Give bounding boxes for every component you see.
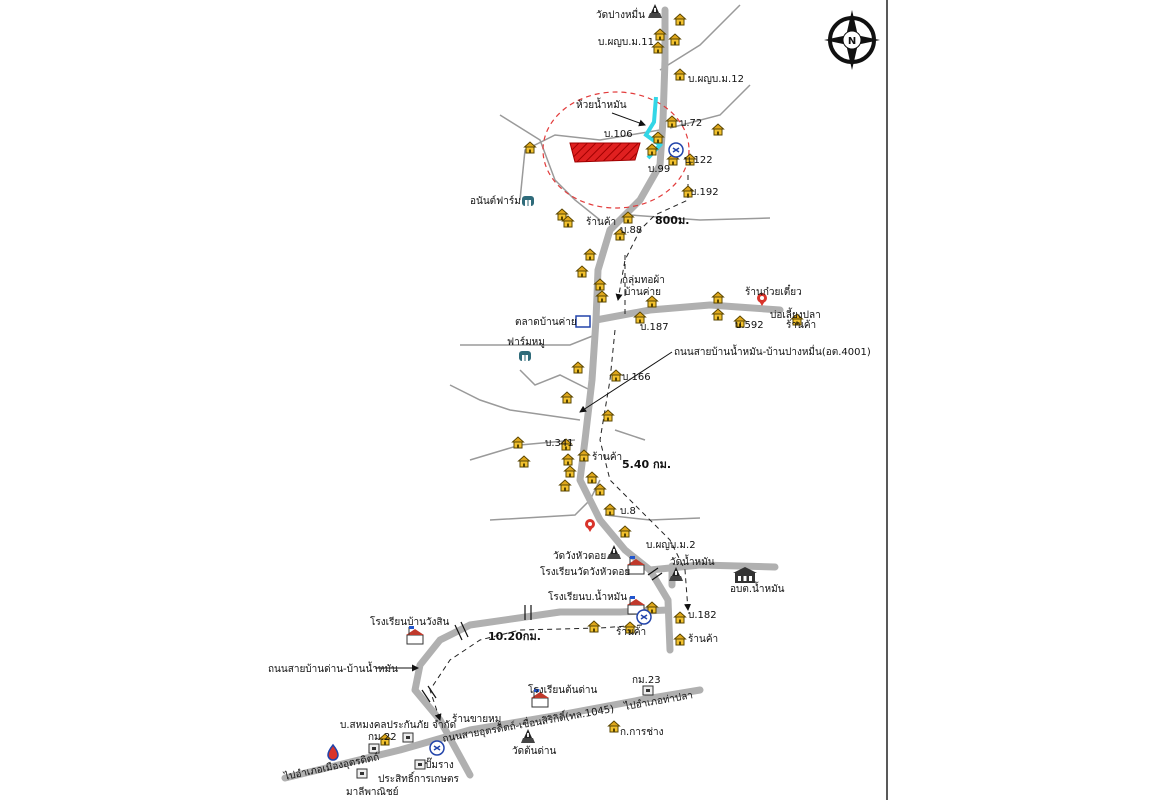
- label-weaving-2: บ้านค่าย: [624, 286, 661, 298]
- label-garage: ก.การช่าง: [620, 727, 664, 738]
- label-agri-office: ประสิทธิ์การเกษตร: [378, 771, 459, 785]
- shop-pin-icon: [585, 519, 595, 532]
- label-b182: บ.182: [688, 610, 717, 621]
- label-b122: บ.122: [684, 155, 713, 166]
- label-b88: บ.88: [620, 225, 642, 236]
- label-market: ตลาดบ้านค่าย: [515, 316, 577, 328]
- building-icon: [642, 685, 654, 696]
- label-b166: บ.166: [622, 372, 651, 383]
- label-b99: บ.99: [648, 164, 670, 175]
- annotation-arrows: [375, 112, 673, 672]
- label-house-2: บ.ผญบ.ม.2: [646, 540, 696, 551]
- label-b72: บ.72: [680, 118, 702, 129]
- school-icon: [405, 625, 425, 645]
- water-supply-icon: [668, 142, 684, 158]
- label-weaving-1: กลุ่มทอผ้า: [622, 274, 665, 286]
- label-b192: บ.192: [690, 187, 719, 198]
- label-stream: ห้วยน้ำหมัน: [576, 97, 627, 111]
- label-road-4001: ถนนสายบ้านน้ำหมัน-บ้านปางหมื่น(อต.4001): [674, 344, 871, 358]
- label-school-ton-dan: โรงเรียนต้นด่าน: [528, 683, 598, 696]
- label-b8: บ.8: [620, 506, 636, 517]
- water-supply-icon: [429, 740, 445, 756]
- compass-icon: N: [824, 10, 880, 70]
- label-shop-2: ร้านค้า: [786, 319, 816, 331]
- label-anan-farm: อนันต์ฟาร์ม: [470, 195, 521, 207]
- label-gas-station: ปั๊มราง: [425, 757, 454, 771]
- label-school-wang-sin: โรงเรียนบ้านวังสิน: [370, 615, 450, 628]
- label-pig-farm: ฟาร์มหมู: [507, 336, 545, 348]
- label-dist-800: 800ม.: [655, 214, 689, 227]
- building-icon: [402, 732, 414, 743]
- building-icon: [356, 768, 368, 779]
- label-b592: บ.592: [735, 320, 764, 331]
- label-obt: อบต.น้ำหมัน: [730, 581, 785, 595]
- water-supply-icon: [636, 609, 652, 625]
- project-area-circle: [542, 91, 690, 209]
- label-fish-pond: บ่อเลี้ยงปลา: [770, 307, 821, 321]
- label-house-12: บ.ผญบ.ม.12: [688, 74, 744, 85]
- label-house-11: บ.ผญบ.ม.11: [598, 37, 654, 48]
- label-b341: บ.341: [545, 438, 574, 449]
- label-shop-3: ร้านค้า: [592, 451, 622, 463]
- label-wat-pang-muen: วัดปางหมื่น: [596, 7, 645, 21]
- label-b106: บ.106: [604, 129, 633, 140]
- label-noodle-shop: ร้านก๋วยเตี๋ยว: [745, 284, 802, 298]
- label-km22: กม.22: [368, 732, 397, 743]
- label-dist-540: 5.40 กม.: [622, 458, 671, 471]
- compass-letter: N: [848, 36, 856, 47]
- label-shop-1: ร้านค้า: [586, 216, 616, 228]
- farm-icon: [519, 351, 531, 361]
- label-shop-4: ร้านค้า: [616, 626, 646, 638]
- temple-icon: [648, 4, 662, 18]
- label-grocery: ร้านขายหมู: [452, 713, 501, 725]
- label-shop-5: ร้านค้า: [688, 633, 718, 645]
- label-wat-wang-hua-doi: วัดวังหัวดอย: [553, 551, 606, 562]
- label-wat-nam-mun: วัดน้ำหมัน: [670, 554, 715, 568]
- label-road-tha-pla: ถนนสายบ้านด่าน-บ้านน้ำหมัน: [268, 661, 398, 675]
- label-dist-1020: 10.20กม.: [488, 630, 541, 643]
- label-km23: กม.23: [632, 675, 661, 686]
- label-school-wang-hua-doi: โรงเรียนวัดวังหัวดอย: [540, 565, 630, 578]
- farm-icon: [522, 196, 534, 206]
- project-site: [569, 142, 641, 163]
- label-wat-ton-dan: วัดต้นด่าน: [512, 745, 557, 757]
- label-to-tha-pla: ไปอำเภอท่าปลา: [622, 689, 693, 713]
- market-icon: [575, 315, 591, 328]
- temple-icon: [521, 729, 535, 743]
- label-maliphanich: มาลีพาณิชย์: [346, 786, 398, 798]
- road-break-markers: [421, 567, 663, 703]
- label-school-ban-nam-mun: โรงเรียนบ.น้ำหมัน: [548, 589, 627, 603]
- label-cooperative: บ.สหมงคลประกันภัย จำกัด: [340, 720, 456, 731]
- label-b187: บ.187: [640, 322, 669, 333]
- fuel-icon: [327, 744, 339, 761]
- main-roads: [281, 6, 784, 782]
- building-icon: [414, 759, 426, 770]
